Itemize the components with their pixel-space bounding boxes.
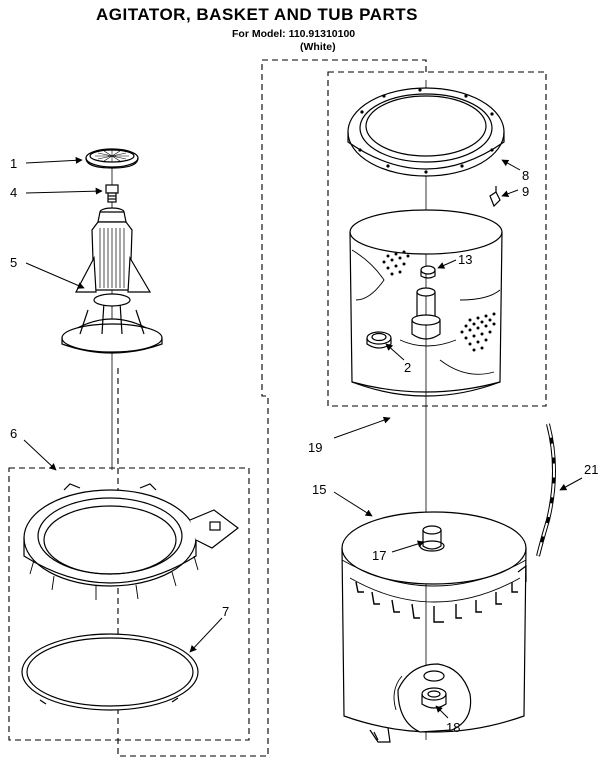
basket-holes-left (382, 250, 410, 276)
callout-4: 4 (10, 185, 17, 200)
callout-9: 9 (522, 184, 529, 199)
agitator-cap-part (85, 148, 139, 169)
leader-5 (25, 262, 85, 289)
model-number: For Model: 110.91310100 (232, 28, 356, 40)
wash-basket-part (349, 209, 503, 397)
ring-clip-part (489, 186, 501, 208)
callout-5: 5 (10, 255, 17, 270)
tub-ring-part (23, 483, 239, 600)
leader-19 (333, 416, 391, 439)
callout-7: 7 (222, 604, 229, 619)
agitator-part (61, 207, 163, 354)
leader-2 (385, 343, 405, 361)
tub-ribs (355, 581, 518, 623)
leader-1 (25, 156, 83, 164)
leader-13 (437, 259, 457, 269)
leader-9 (501, 189, 519, 198)
leader-7 (189, 617, 223, 653)
ring-group-box (8, 467, 250, 741)
callout-19: 19 (308, 440, 322, 455)
leader-15 (333, 491, 373, 517)
model-color: (White) (300, 41, 336, 53)
balance-ring-part (347, 87, 505, 177)
agitator-bolt-part (105, 184, 119, 203)
basket-group-box (327, 71, 547, 407)
leader-17 (391, 540, 425, 553)
callout-8: 8 (522, 168, 529, 183)
leader-21 (559, 477, 583, 491)
callout-6: 6 (10, 426, 17, 441)
basket-drive-nut (420, 265, 436, 275)
leader-lines (23, 156, 583, 719)
assembly-boundaries (8, 59, 547, 757)
callout-2: 2 (404, 360, 411, 375)
leader-8 (501, 159, 521, 171)
callout-18: 18 (446, 720, 460, 735)
basket-holes-right (460, 312, 496, 352)
leader-18 (435, 705, 449, 719)
callout-21: 21 (584, 462, 598, 477)
diagram-title: AGITATOR, BASKET AND TUB PARTS (96, 5, 418, 24)
callout-15: 15 (312, 482, 326, 497)
callout-1: 1 (10, 156, 17, 171)
callout-17: 17 (372, 548, 386, 563)
tub-seal-part (421, 670, 447, 709)
assembly-connector-path (117, 59, 427, 757)
callout-13: 13 (458, 252, 472, 267)
hose-part (536, 423, 556, 557)
leader-6 (23, 439, 57, 471)
leader-4 (25, 187, 103, 195)
tub-ring-gasket-part (21, 633, 199, 711)
